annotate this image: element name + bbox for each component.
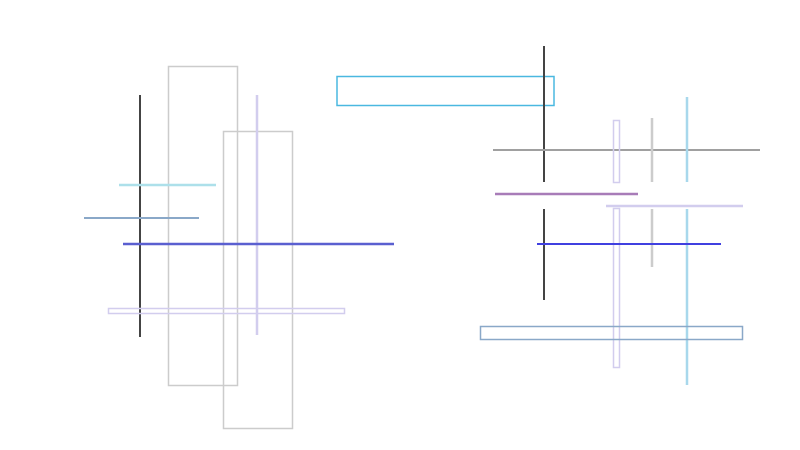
lavender-vertical-bar-bottom <box>612 207 621 369</box>
lavender-thin-bar-left <box>107 307 346 315</box>
cyan-outlined-rect <box>336 75 555 107</box>
tall-gray-rect-left <box>167 65 239 387</box>
lavender-vertical-bar-top <box>612 119 621 184</box>
steel-blue-outlined-bar <box>479 325 744 341</box>
